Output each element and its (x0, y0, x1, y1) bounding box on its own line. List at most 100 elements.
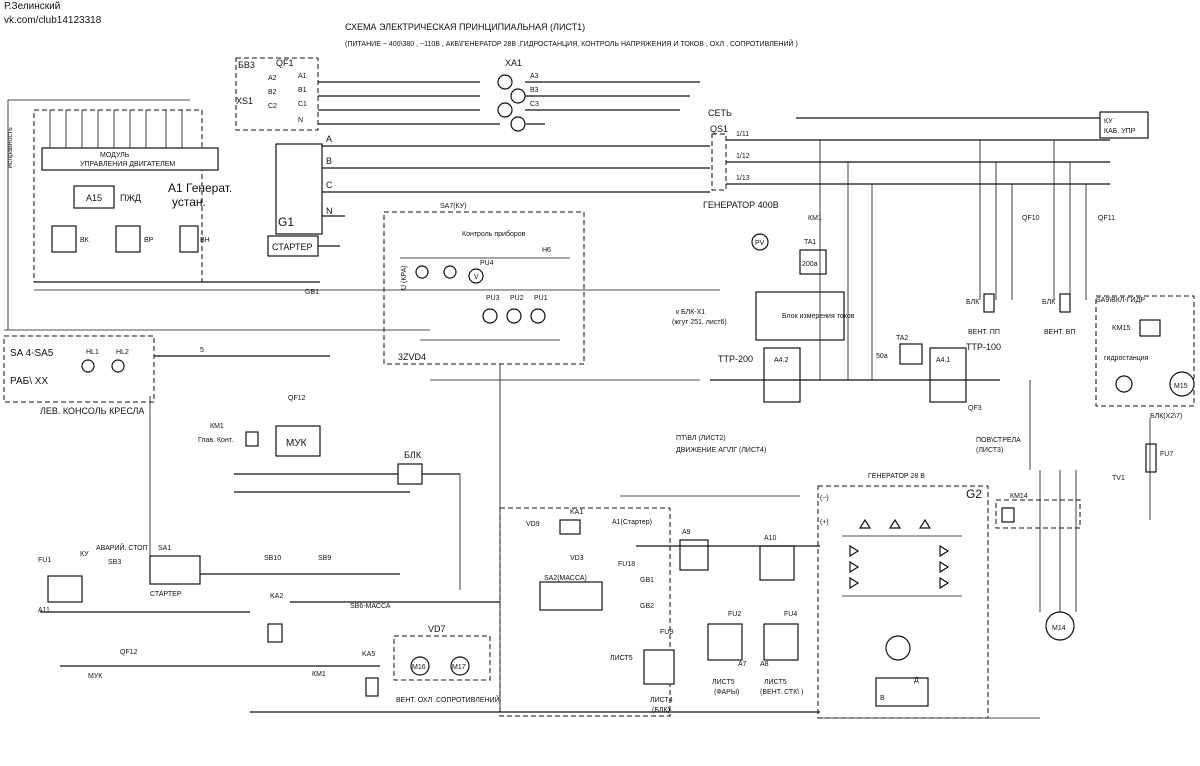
blk-label: БЛК (404, 450, 422, 460)
dvizh-label: ДВИЖЕНИЕ АГ\ЛГ (ЛИСТ4) (676, 447, 766, 454)
blk-fuse (397, 463, 423, 485)
vent-pp-label: ВЕНТ. ПП (968, 329, 1000, 336)
sb6-label: SB6-МАССА (350, 603, 391, 610)
bv3-label: БВ3 (238, 60, 255, 70)
ta1v-label: 200а (802, 261, 818, 268)
author-link: vk.com/club14123318 (4, 15, 102, 26)
fu4-label: FU4 (784, 611, 797, 618)
gen28-rotor (885, 635, 911, 661)
c2-label: C2 (268, 103, 277, 110)
c1-label: C1 (298, 101, 307, 108)
blk-a-label: БЛК (966, 299, 980, 306)
fary-label: (ФАРЫ) (714, 689, 739, 696)
plus-label: (+) (820, 519, 829, 526)
schematic-subtitle: (ПИТАНИЕ ~ 400\380 , ~110В , АКБ\ГЕНЕРАТ… (345, 39, 798, 48)
vd9-label: VD9 (526, 521, 540, 528)
instrument-panel-frame (383, 211, 585, 365)
m17-motor (450, 656, 470, 676)
m15-label: M15 (1174, 383, 1188, 390)
starter-label: СТАРТЕР (272, 242, 313, 252)
a15-box (73, 185, 115, 209)
bus-c-label: C (326, 180, 333, 190)
m17-label: M17 (452, 664, 466, 671)
tilde-label: (~) (820, 495, 829, 502)
sa45-label: SA 4-SA5 (10, 348, 54, 359)
a8-label: A8 (760, 661, 769, 668)
sb3-label: SB3 (108, 559, 121, 566)
km14-frame (995, 499, 1081, 529)
n-label: N (298, 117, 303, 124)
gb1b-label: GB1 (640, 577, 654, 584)
sa1-switch (149, 555, 201, 585)
g1-box (275, 143, 323, 235)
xa1-socket-a (497, 74, 513, 90)
ta2-transformer (899, 343, 923, 365)
rectifier-diodes (842, 518, 962, 597)
hl2-lamp (111, 359, 125, 373)
qf12-label: QF12 (288, 395, 306, 402)
b-node-label: B (880, 695, 885, 702)
gen28-label: ГЕНЕРАТОР 28 В (868, 473, 925, 480)
qf11-label: QF11 (1098, 215, 1115, 222)
u-lamp-2 (443, 265, 457, 279)
kab-upr-label: КАБ. УПР (1104, 128, 1136, 135)
muk2-label: МУК (88, 673, 103, 680)
b2-label: B2 (268, 89, 277, 96)
km1-label: КМ1 (210, 423, 224, 430)
pu4-v-glyph: V (474, 274, 479, 281)
a41-box (929, 347, 967, 403)
muk-box (275, 425, 321, 457)
pu1-label: PU1 (534, 295, 548, 302)
l113-label: 1/13 (736, 175, 750, 182)
schematic-title: СХЕМА ЭЛЕКТРИЧЕСКАЯ ПРИНЦИПИАЛЬНАЯ (ЛИСТ… (345, 22, 585, 32)
gidro-label: гидростанция (1104, 355, 1149, 362)
ta1-transformer (799, 249, 827, 275)
qf1-label: QF1 (276, 58, 294, 68)
ispravnost-label: исправность (7, 127, 14, 168)
ta2-label: TA2 (896, 335, 908, 342)
vent-pp-relay (983, 293, 995, 313)
ka2-label: KA2 (270, 593, 283, 600)
gen400-label: ГЕНЕРАТОР 400В (703, 200, 779, 210)
pu4-label: PU4 (480, 260, 494, 267)
a42-label: A4.2 (774, 357, 789, 364)
sa2-mass-box (539, 581, 603, 611)
bus-a-label: A (326, 134, 332, 144)
sb10-label: SB10 (264, 555, 281, 562)
vent-fan-frame (393, 635, 491, 681)
hl2-label: HL2 (116, 349, 129, 356)
h6-label: Н6 (542, 247, 551, 254)
input-block-frame (235, 57, 319, 131)
l112-label: 1/12 (736, 153, 750, 160)
a11-label: А11 (38, 607, 50, 614)
fu9-label: FU9 (660, 629, 673, 636)
fu18-label: FU18 (618, 561, 635, 568)
sa2-label: SA2(МАССА) (544, 575, 587, 582)
ta2v-label: 50а (876, 353, 888, 360)
m15-motor (1169, 371, 1195, 397)
km15-label: KM15 (1112, 325, 1130, 332)
hydro-pump-circle (1115, 375, 1133, 393)
ku2-label: КУ (80, 551, 89, 558)
ka5-label: KA5 (362, 651, 375, 658)
vd4-label: 3ZVD4 (398, 352, 426, 362)
vk-sensor (51, 225, 77, 253)
l111-label: 1/11 (736, 131, 749, 138)
muk-label: МУК (286, 438, 307, 449)
list3-label: (ЛИСТ3) (976, 447, 1003, 454)
pov-label: ПОВ\СТРЕЛА (976, 437, 1021, 444)
pu4-voltmeter (468, 268, 484, 284)
m16-motor (410, 656, 430, 676)
a15-label: A15 (86, 193, 102, 203)
ttp100-label: ТТР-100 (966, 342, 1001, 352)
xa1-socket-n (510, 116, 526, 132)
lev-konsol-label: ЛЕВ. КОНСОЛЬ КРЕСЛА (40, 406, 144, 416)
a42-box (763, 347, 801, 403)
km1b-label: КМ1 (312, 671, 326, 678)
ustan-label: устан. (172, 195, 206, 209)
a1starter-label: A1(Стартер) (612, 519, 652, 526)
ku-label: КУ (1104, 118, 1113, 125)
ka1-label: KA1 (570, 509, 583, 516)
